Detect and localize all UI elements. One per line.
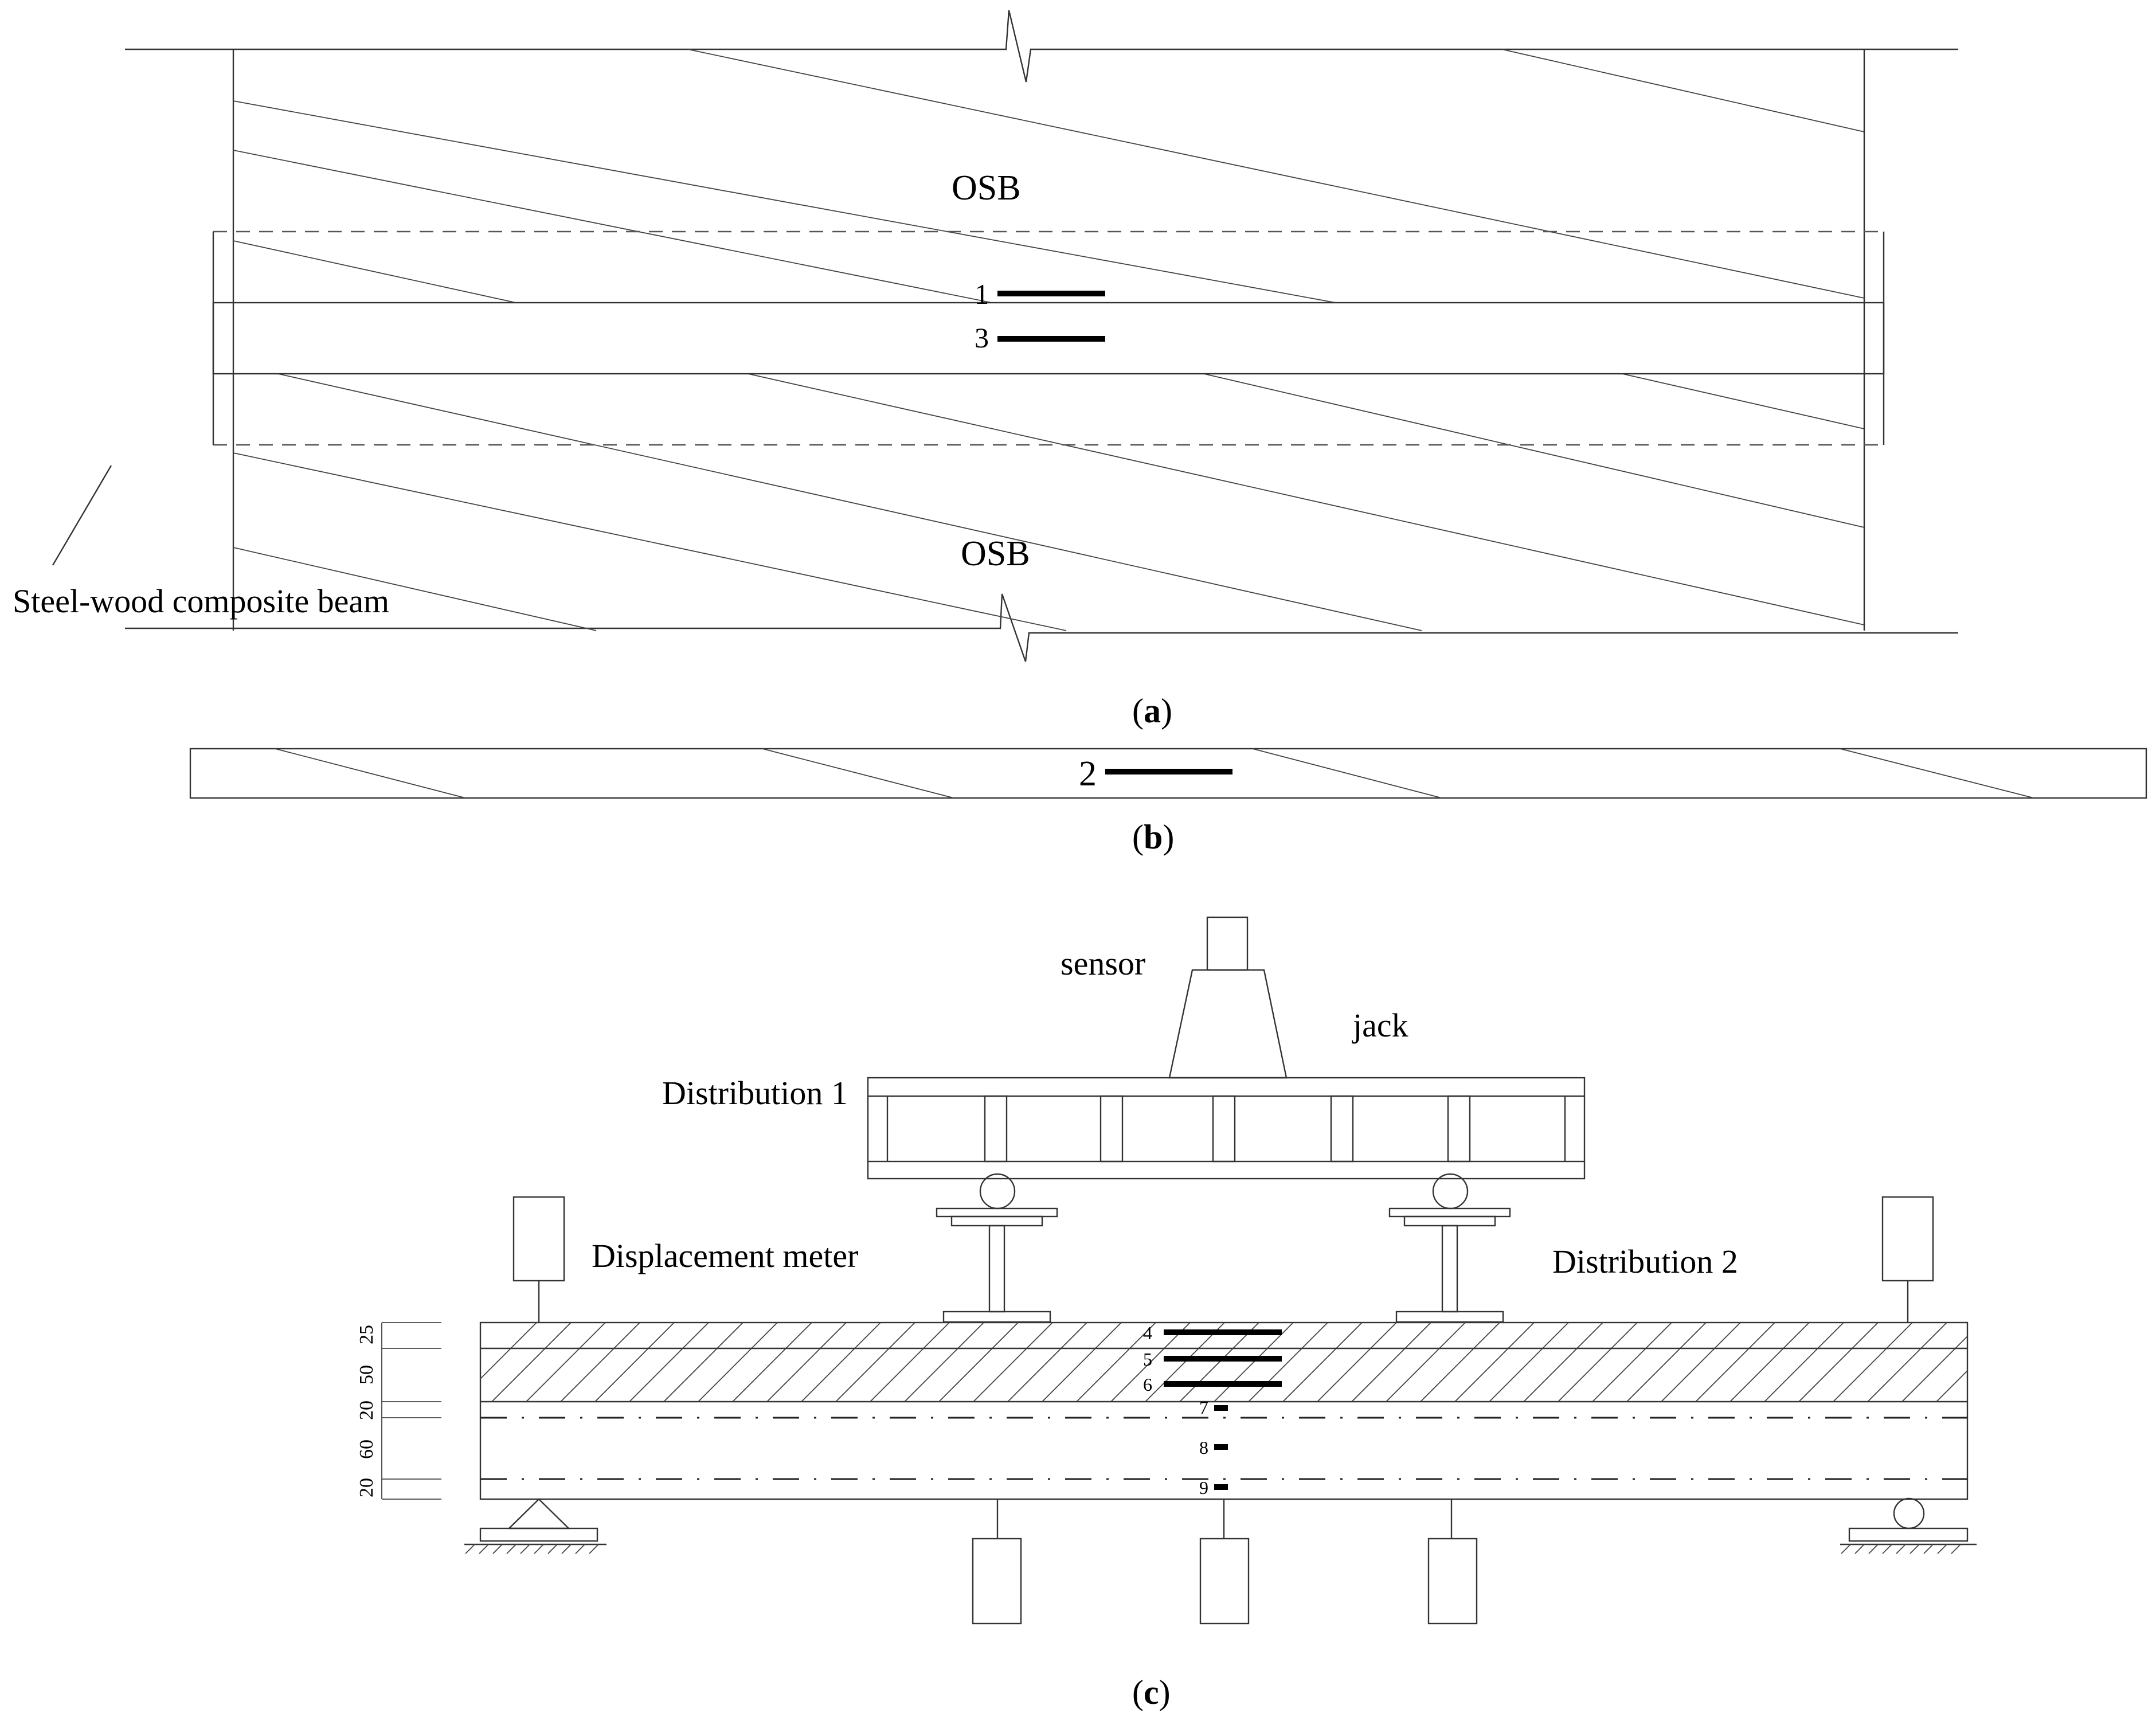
displacement-meter-bottom-left [972,1538,1022,1625]
upper-osb-grain [233,49,1865,303]
roller-support [1840,1497,1977,1554]
distribution-2-label: Distribution 2 [1552,1243,1738,1280]
dimension-chain [381,1322,441,1500]
gauge-label-1: 1 [975,278,989,310]
hydraulic-jack [1168,969,1288,1079]
caption-a: (a) [1132,692,1172,730]
gauge-label-6: 6 [1143,1374,1152,1395]
strip-outline [189,748,2147,799]
steel-beam-strip [212,302,1885,375]
displacement-meter-top-right [1881,1196,1934,1282]
gauge-label-9: 9 [1199,1477,1208,1498]
displacement-meter-bottom-right [1427,1538,1478,1625]
composite-beam-elevation [479,1321,1969,1500]
caption-b: (b) [1132,818,1174,856]
bottom-edge-break-line [125,593,1958,662]
dim-20-bottom: 20 [356,1478,377,1497]
panel-b: 2 (b) [189,748,2147,856]
gauge-label-5: 5 [1143,1349,1152,1370]
dim-60: 60 [356,1440,377,1459]
osb-hatch [480,1323,1967,1402]
distribution-beam-1 [867,1077,1586,1180]
caption-c: (c) [1132,1673,1171,1711]
distribution-2-left [936,1207,1058,1323]
jack-label: jack [1352,1007,1408,1044]
beam-label: Steel-wood composite beam [13,582,389,620]
displacement-meter-top-left [512,1196,565,1282]
top-edge-break-line [125,10,1958,83]
lower-osb-grain [233,373,1865,631]
osb-label-bottom: OSB [961,534,1030,573]
sensor-label: sensor [1061,945,1145,982]
beam-label-leader [52,465,112,566]
gauge-label-8: 8 [1199,1437,1208,1458]
displacement-meter-bottom-center [1199,1538,1250,1625]
distribution-1-label: Distribution 1 [662,1074,848,1112]
dim-25: 25 [356,1325,377,1344]
distribution-2-right [1388,1207,1511,1323]
panel-c: sensor jack Distribution 1 [356,916,1977,1711]
gauge-label-4: 4 [1143,1323,1152,1343]
load-sensor [1206,916,1249,971]
osb-label-top: OSB [952,169,1021,208]
strip-grain [275,748,2034,799]
pin-support [464,1498,607,1554]
gauge-label-3: 3 [975,322,989,354]
dim-20-top: 20 [356,1401,377,1420]
displacement-meter-label: Displacement meter [592,1237,858,1274]
panel-a: 1 3 OSB OSB Steel-wood composite beam (a… [13,10,1958,730]
gauge-label-2: 2 [1079,754,1097,793]
gauge-label-7: 7 [1199,1397,1208,1418]
dim-50: 50 [356,1365,377,1384]
